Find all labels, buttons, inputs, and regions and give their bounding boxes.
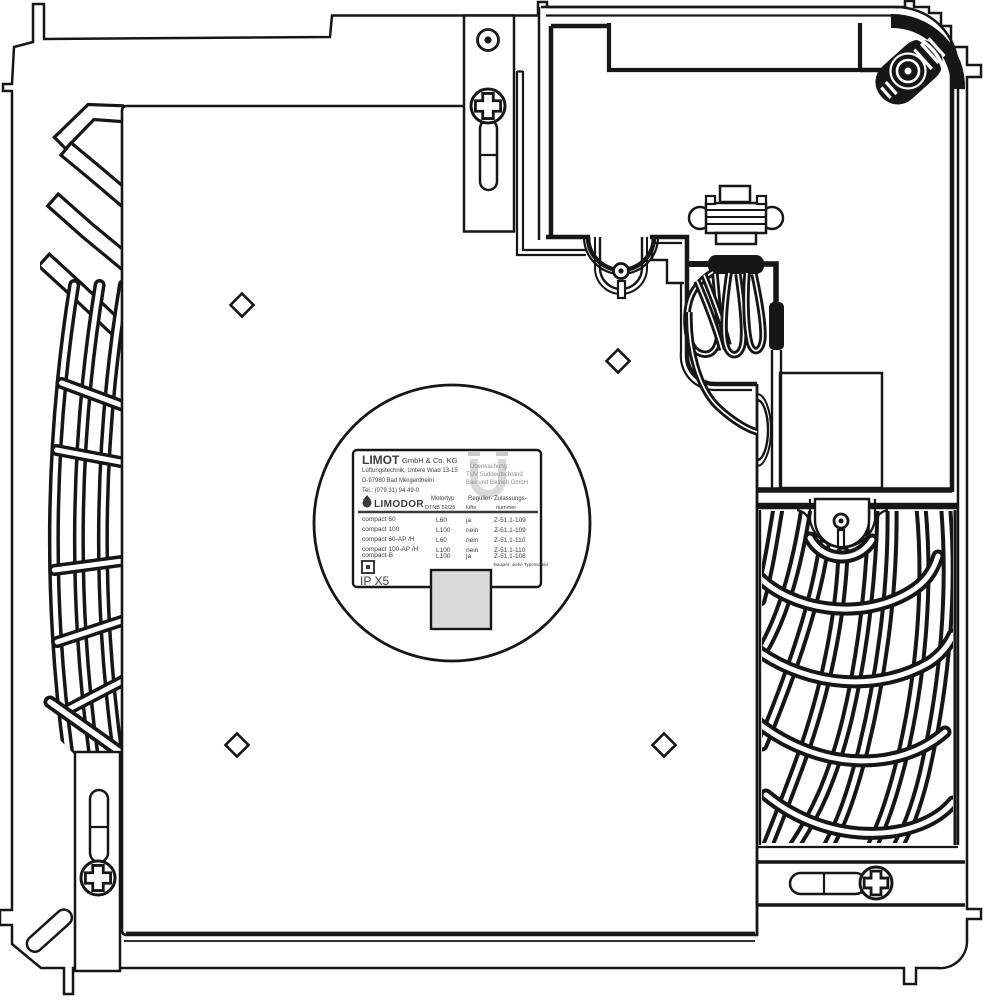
svg-text:L60: L60 — [436, 537, 447, 544]
svg-text:Z-51.1-110: Z-51.1-110 — [494, 547, 526, 554]
svg-text:Z-51.1-108: Z-51.1-108 — [494, 553, 526, 560]
svg-text:Baujahr: siehe Typenschild: Baujahr: siehe Typenschild — [494, 562, 548, 567]
svg-text:compact 100: compact 100 — [362, 526, 400, 533]
svg-text:lüfte: lüfte — [466, 505, 476, 511]
svg-text:nein: nein — [466, 547, 479, 554]
svg-text:Z-51.1-109: Z-51.1-109 — [494, 517, 526, 524]
svg-text:D-97980 Bad Mergentheim: D-97980 Bad Mergentheim — [362, 478, 434, 484]
svg-text:GmbH & Co. KG: GmbH & Co. KG — [402, 456, 458, 465]
svg-text:Z-51.1-109: Z-51.1-109 — [494, 527, 526, 534]
svg-text:nein: nein — [466, 527, 479, 534]
svg-text:Bau und Betrieb GmbH: Bau und Betrieb GmbH — [466, 480, 528, 486]
svg-text:Z-51.1-110: Z-51.1-110 — [494, 537, 526, 544]
svg-text:L100: L100 — [436, 547, 451, 554]
svg-text:LIMODOR: LIMODOR — [374, 499, 424, 510]
svg-text:compact 60: compact 60 — [362, 516, 396, 523]
svg-text:compact-B: compact-B — [362, 552, 393, 559]
svg-text:Lüftungstechnik, Untere Wiad 1: Lüftungstechnik, Untere Wiad 13-15 — [362, 468, 458, 474]
svg-text:ja: ja — [465, 553, 471, 560]
svg-text:nummer: nummer — [496, 505, 516, 511]
svg-text:IP X5: IP X5 — [360, 574, 389, 588]
svg-text:L60: L60 — [436, 517, 447, 524]
svg-text:compact 60-AP /H: compact 60-AP /H — [362, 536, 415, 543]
svg-text:TÜV Süddeutschland: TÜV Süddeutschland — [466, 471, 523, 478]
svg-text:L100: L100 — [436, 527, 451, 534]
svg-text:Tel.: (079 31) 94 49-0: Tel.: (079 31) 94 49-0 — [362, 488, 420, 494]
svg-text:L100: L100 — [436, 553, 451, 560]
svg-text:ja: ja — [465, 517, 471, 524]
svg-text:nein: nein — [466, 537, 479, 544]
svg-text:Zulassungs-: Zulassungs- — [494, 496, 527, 502]
svg-text:Motortyp: Motortyp — [431, 496, 455, 502]
svg-text:LIMOT: LIMOT — [362, 453, 400, 467]
svg-text:DTNB 59/25: DTNB 59/25 — [425, 505, 455, 511]
svg-text:Regulier-: Regulier- — [468, 496, 492, 502]
svg-text:Überwachung:: Überwachung: — [470, 463, 509, 470]
svg-text:compact 100-AP /H: compact 100-AP /H — [362, 546, 419, 553]
